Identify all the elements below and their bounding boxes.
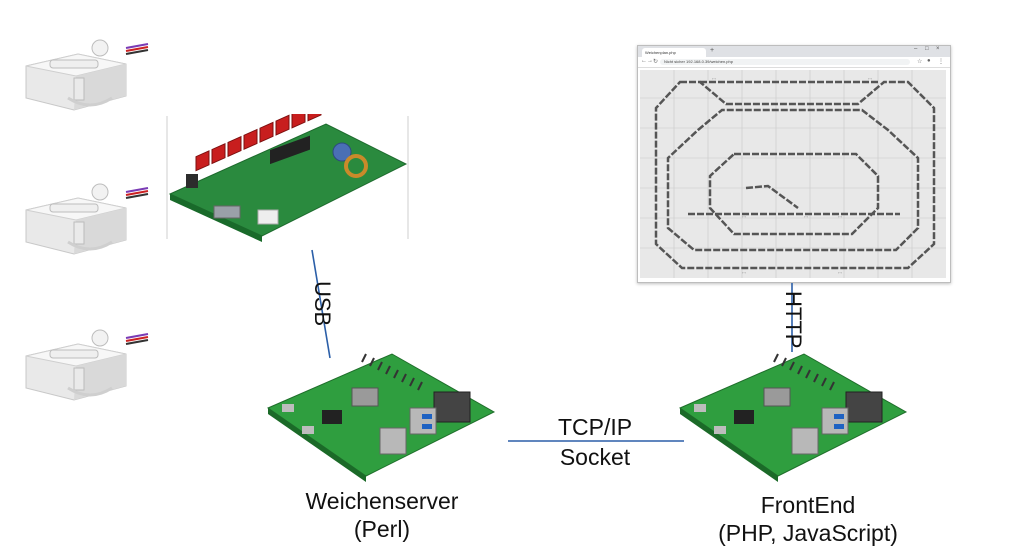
forward-icon[interactable]: → (647, 58, 653, 64)
maximize-icon[interactable]: □ (925, 46, 929, 52)
address-bar[interactable]: Nicht sicher 192.168.0.39/weichen.php (660, 59, 910, 65)
svg-text:◦ ◦: ◦ ◦ (838, 270, 843, 275)
svg-text:◦ ◦: ◦ ◦ (804, 214, 809, 219)
browser-window: Weichenplan.php + – □ × ← → ↻ Nicht sich… (637, 45, 951, 283)
security-warning: Nicht sicher (664, 59, 685, 64)
usb-connection-line (311, 249, 331, 359)
new-tab-icon[interactable]: + (710, 47, 715, 54)
perl-label: (Perl) (353, 516, 411, 542)
svg-text:◦ ◦: ◦ ◦ (868, 76, 873, 81)
socket-label: Socket (559, 444, 631, 470)
usb-label: USB (310, 281, 335, 327)
back-icon[interactable]: ← (641, 58, 647, 64)
http-label: HTTP (781, 291, 806, 349)
svg-text:◦ ◦: ◦ ◦ (742, 270, 747, 275)
browser-tab-bar: Weichenplan.php + – □ × (638, 46, 950, 57)
track-layout-diagram: ◦ ◦ ◦ ◦ ◦ ◦ ◦ ◦ ◦ ◦ ◦ ◦ ◦ ◦ (640, 70, 946, 278)
servo-motor-1 (25, 39, 149, 111)
svg-text:◦ ◦: ◦ ◦ (712, 76, 717, 81)
svg-text:◦ ◦: ◦ ◦ (838, 214, 843, 219)
raspberry-pi-server (266, 353, 496, 482)
servo-motor-2 (25, 183, 149, 255)
reload-icon[interactable]: ↻ (653, 59, 659, 65)
profile-icon[interactable]: ● (927, 58, 931, 64)
star-icon[interactable]: ☆ (917, 59, 923, 65)
servo-motor-3 (25, 329, 149, 401)
browser-toolbar: ← → ↻ Nicht sicher 192.168.0.39/weichen.… (638, 57, 950, 68)
browser-tab[interactable]: Weichenplan.php (642, 48, 706, 57)
tcpip-label: TCP/IP (557, 414, 633, 440)
browser-tab-title: Weichenplan.php (645, 50, 676, 55)
relay-controller-board (166, 114, 409, 242)
close-icon[interactable]: × (936, 46, 940, 52)
raspberry-pi-frontend (678, 353, 908, 482)
weichenserver-label: Weichenserver (305, 488, 459, 514)
frontend-label: FrontEnd (760, 492, 856, 518)
svg-text:◦ ◦: ◦ ◦ (742, 214, 747, 219)
track-layout-page: ◦ ◦ ◦ ◦ ◦ ◦ ◦ ◦ ◦ ◦ ◦ ◦ ◦ ◦ (638, 68, 950, 282)
menu-icon[interactable]: ⋮ (938, 59, 944, 65)
url-text: 192.168.0.39/weichen.php (686, 59, 733, 64)
php-javascript-label: (PHP, JavaScript) (718, 520, 898, 546)
minimize-icon[interactable]: – (914, 46, 918, 52)
